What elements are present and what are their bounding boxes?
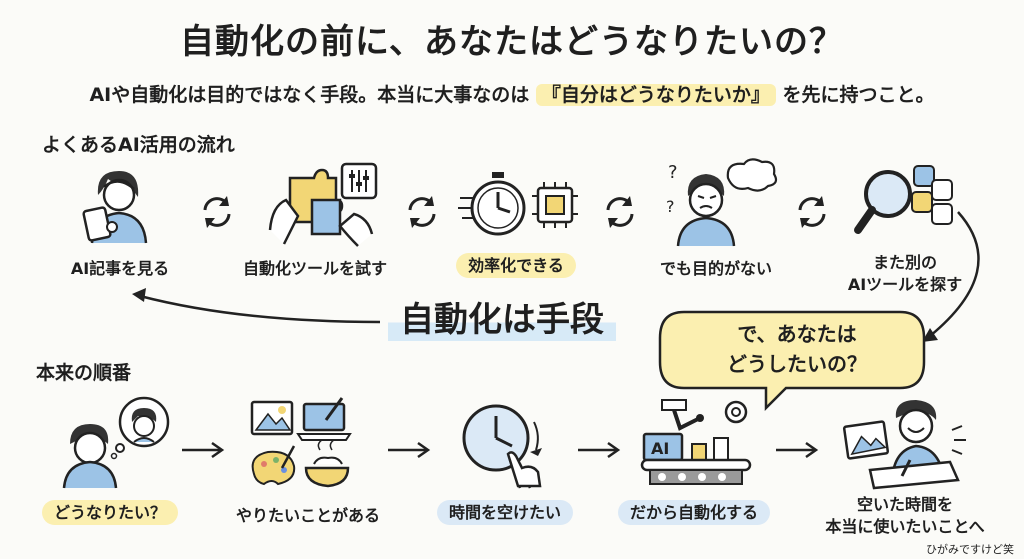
proper-step-label-line1: 空いた時間を	[856, 495, 953, 514]
common-step-label: 効率化できる	[456, 253, 576, 278]
subtitle-text-after: を先に持つこと。	[782, 84, 935, 106]
arrow-right-icon	[182, 441, 225, 459]
svg-text:?: ?	[666, 197, 675, 216]
proper-step-label-line2: 本当に使いたいことへ	[825, 517, 985, 536]
puzzle-hands-icon	[268, 162, 378, 247]
common-step-label: 自動化ツールを試す	[242, 259, 387, 278]
page-title: 自動化の前に、あなたはどうなりたいの？	[180, 22, 844, 62]
cycle-icon	[606, 196, 634, 228]
speech-bubble-text: で、あなたは どうしたいの？	[692, 319, 902, 379]
subtitle-text-before: AIや自動化は目的ではなく手段。本当に大事なのは	[89, 84, 530, 106]
common-step-label: AI記事を見る	[70, 259, 170, 278]
common-step-label-line1: また別の	[872, 253, 937, 272]
common-step-label: でも目的がない	[659, 259, 772, 278]
proper-step-label: 時間を空けたい	[436, 500, 573, 525]
subtitle: AIや自動化は目的ではなく手段。本当に大事なのは 『自分はどうなりたいか』 を先…	[0, 80, 1024, 107]
proper-step-label: やりたいことがある	[235, 506, 380, 525]
confused-person-icon: ? ?	[666, 158, 778, 247]
proper-step-label: だから自動化する	[617, 500, 770, 525]
subtitle-highlight: 『自分はどうなりたいか』	[535, 84, 776, 106]
common-step-label-line2: AIツールを探す	[847, 275, 963, 294]
proper-step-label-multiline: 空いた時間を 本当に使いたいことへ	[800, 494, 1010, 538]
ai-icon-text: AI	[651, 439, 669, 458]
stopwatch-chip-icon	[458, 172, 578, 236]
thinking-person-icon	[62, 396, 170, 489]
arrow-right-icon	[388, 441, 431, 459]
hobbies-icon	[250, 397, 352, 488]
center-label: 自動化は手段	[388, 292, 616, 341]
happy-person-drawing-icon	[842, 400, 966, 490]
section-proper-label: 本来の順番	[36, 362, 132, 384]
clock-hand-icon	[462, 404, 542, 489]
magnifier-apps-icon	[854, 165, 953, 234]
common-step-label-multiline: また別の AIツールを探す	[820, 252, 990, 296]
speech-bubble-line1: で、あなたは	[737, 322, 857, 346]
person-tablet-icon	[82, 171, 148, 244]
cycle-icon	[798, 196, 826, 228]
arrow-right-icon	[578, 441, 621, 459]
speech-bubble	[658, 310, 926, 412]
cycle-icon	[408, 196, 436, 228]
speech-bubble-line2: どうしたいの？	[727, 352, 867, 376]
signature: ひがみですけど笑	[926, 543, 1014, 556]
section-common-label: よくあるAI活用の流れ	[42, 134, 235, 156]
cycle-icon	[203, 196, 231, 228]
proper-step-label: どうなりたい？	[41, 500, 178, 525]
svg-text:?: ?	[668, 162, 678, 183]
ai-factory-icon: AI	[640, 399, 752, 485]
arrow-right-icon	[776, 441, 819, 459]
